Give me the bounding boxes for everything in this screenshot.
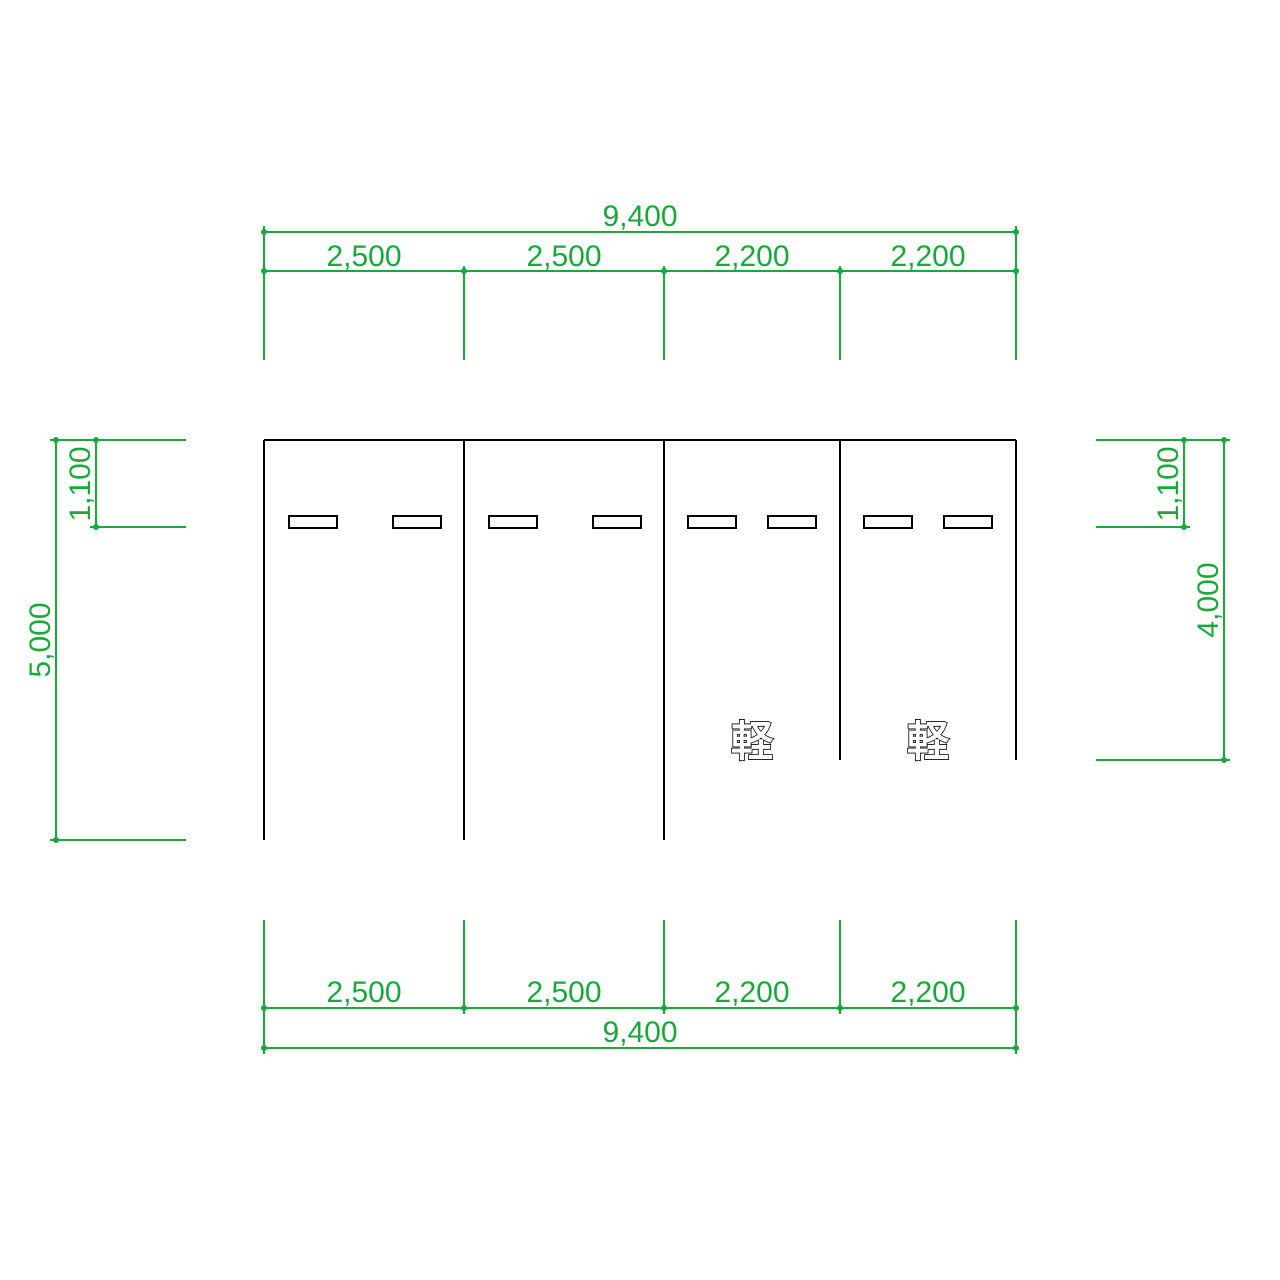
- bottom-overall-dimension: 9,400: [602, 1016, 677, 1049]
- left-offset-dimension: 1,100: [64, 446, 97, 521]
- bottom-dimension-group: 2,500 2,500 2,200 2,200 9,400: [261, 920, 1019, 1054]
- dimension-tick: [661, 268, 667, 274]
- left-dimension-group: 5,000 1,100: [24, 437, 186, 843]
- top-segment-dimension: 2,200: [714, 240, 789, 273]
- parking-stalls: 軽 軽: [263, 439, 1017, 840]
- top-segment-dimension: 2,500: [326, 240, 401, 273]
- top-segment-dimension: 2,200: [890, 240, 965, 273]
- dimension-tick: [53, 837, 59, 843]
- bottom-segment-dimension: 2,500: [526, 976, 601, 1009]
- bottom-segment-dimension: 2,500: [326, 976, 401, 1009]
- left-overall-dimension: 5,000: [24, 602, 57, 677]
- dimension-tick: [261, 268, 267, 274]
- dimension-tick: [1013, 1005, 1019, 1011]
- top-dimension-group: 9,400 2,500 2,500 2,200 2,200: [261, 200, 1019, 360]
- wheel-stop: [288, 515, 338, 529]
- dimension-tick: [93, 524, 99, 530]
- wheel-stop: [943, 515, 993, 529]
- wheel-stop: [767, 515, 817, 529]
- dimension-tick: [53, 437, 59, 443]
- dimension-tick: [1013, 229, 1019, 235]
- right-dimension-group: 1,100 4,000: [1096, 437, 1230, 763]
- dimension-tick: [837, 1005, 843, 1011]
- dimension-tick: [261, 229, 267, 235]
- dimension-tick: [1221, 757, 1227, 763]
- dimension-tick: [461, 268, 467, 274]
- dimension-tick: [461, 1005, 467, 1011]
- top-segment-dimension: 2,500: [526, 240, 601, 273]
- dimension-tick: [1181, 524, 1187, 530]
- wheel-stop: [863, 515, 913, 529]
- dimension-tick: [837, 268, 843, 274]
- wheel-stop: [488, 515, 538, 529]
- dimension-tick: [1181, 437, 1187, 443]
- top-overall-dimension: 9,400: [602, 200, 677, 233]
- kei-car-label: 軽: [731, 717, 774, 766]
- kei-car-label: 軽: [907, 717, 950, 766]
- bottom-segment-dimension: 2,200: [890, 976, 965, 1009]
- right-overall-dimension: 4,000: [1192, 562, 1225, 637]
- wheel-stop: [592, 515, 642, 529]
- right-offset-dimension: 1,100: [1152, 446, 1185, 521]
- wheel-stop: [687, 515, 737, 529]
- dimension-tick: [261, 1005, 267, 1011]
- dimension-tick: [93, 437, 99, 443]
- wheel-stop: [392, 515, 442, 529]
- bottom-segment-dimension: 2,200: [714, 976, 789, 1009]
- dimension-tick: [1221, 437, 1227, 443]
- dimension-tick: [261, 1045, 267, 1051]
- dimension-tick: [1013, 1045, 1019, 1051]
- dimension-tick: [661, 1005, 667, 1011]
- dimension-tick: [1013, 268, 1019, 274]
